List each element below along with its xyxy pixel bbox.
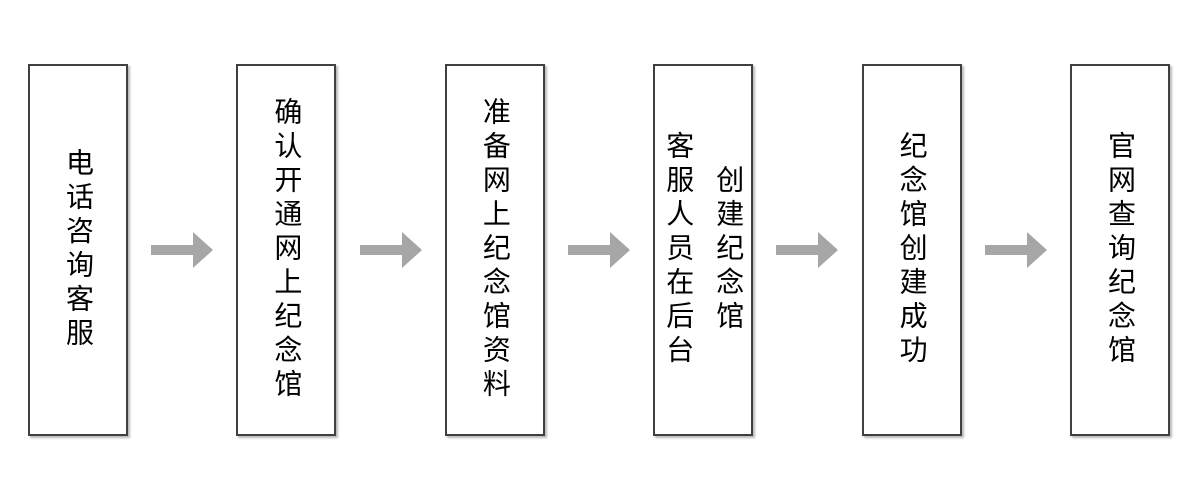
arrow-right-icon — [359, 232, 422, 268]
flow-arrow-4 — [753, 232, 861, 268]
step-label: 纪念馆创建成功 — [895, 131, 929, 369]
flow-arrow-2 — [336, 232, 444, 268]
step-box-official-site-query: 官网查询纪念馆 — [1070, 64, 1171, 436]
step-label: 电话咨询客服 — [62, 148, 95, 352]
step-label: 客服人员在后台 创建纪念馆 — [662, 131, 746, 369]
flow-row: 电话咨询客服 确认开通网上纪念馆 准备网上纪念馆资料 客服人员在后台 创建纪念馆 — [28, 64, 1171, 436]
arrow-right-icon — [151, 232, 214, 268]
step-box-backend-create: 客服人员在后台 创建纪念馆 — [653, 64, 754, 436]
step-label: 官网查询纪念馆 — [1104, 131, 1138, 369]
step-box-phone-consult: 电话咨询客服 — [28, 64, 128, 436]
step-box-prepare-materials: 准备网上纪念馆资料 — [444, 64, 545, 436]
arrow-right-icon — [568, 232, 631, 268]
step-label: 确认开通网上纪念馆 — [270, 97, 304, 403]
flow-arrow-1 — [128, 232, 236, 268]
arrow-right-icon — [984, 232, 1047, 268]
step-box-create-success: 纪念馆创建成功 — [861, 64, 962, 436]
step-label: 准备网上纪念馆资料 — [478, 97, 512, 403]
flow-arrow-3 — [545, 232, 653, 268]
flow-arrow-5 — [962, 232, 1070, 268]
step-box-confirm-open: 确认开通网上纪念馆 — [236, 64, 337, 436]
arrow-right-icon — [776, 232, 839, 268]
